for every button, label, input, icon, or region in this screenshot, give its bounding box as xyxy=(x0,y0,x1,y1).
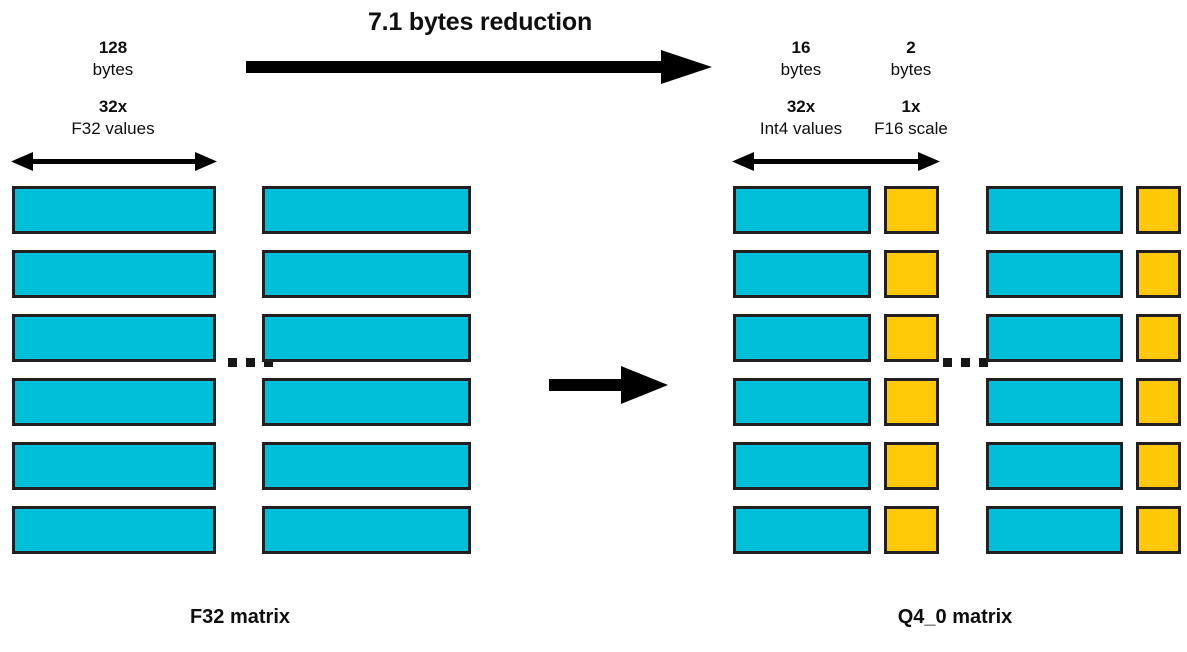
f32-block xyxy=(262,442,471,490)
q4-scale-block xyxy=(884,314,939,362)
q4-scale-block xyxy=(884,378,939,426)
q4-scale-block xyxy=(884,186,939,234)
f32-block xyxy=(12,250,216,298)
left-matrix-caption: F32 matrix xyxy=(189,606,291,628)
q4-values-block xyxy=(986,442,1123,490)
right-ellipsis xyxy=(943,358,988,367)
f32-block xyxy=(12,442,216,490)
left-ellipsis xyxy=(228,358,273,367)
q4-scale-block xyxy=(1136,314,1181,362)
right-double-headed-arrow-icon xyxy=(732,152,940,171)
f32-block xyxy=(262,378,471,426)
q4-values-block xyxy=(733,314,871,362)
q4-scale-block xyxy=(884,250,939,298)
q4-scale-block xyxy=(1136,442,1181,490)
right-scale-size-value: 2 xyxy=(906,38,916,57)
q4-values-block xyxy=(986,506,1123,554)
right-values-multiplier: 32x xyxy=(786,97,816,116)
q4-values-block xyxy=(986,250,1123,298)
f32-block xyxy=(262,250,471,298)
long-right-arrow-icon xyxy=(246,50,712,84)
q4-values-block xyxy=(733,250,871,298)
right-scale-size-unit: bytes xyxy=(890,60,932,79)
f32-block xyxy=(12,506,216,554)
q4-scale-block xyxy=(1136,378,1181,426)
f32-block xyxy=(12,314,216,362)
q4-scale-block xyxy=(1136,186,1181,234)
q4-scale-block xyxy=(1136,250,1181,298)
right-arrow-icon xyxy=(549,366,668,404)
f32-block xyxy=(262,186,471,234)
q4-scale-block xyxy=(1136,506,1181,554)
f32-block xyxy=(12,186,216,234)
q4-values-block xyxy=(986,378,1123,426)
right-values-size-value: 16 xyxy=(791,38,811,57)
q4-values-block xyxy=(733,442,871,490)
q4-scale-block xyxy=(884,442,939,490)
reduction-label: 7.1 bytes reduction xyxy=(367,8,593,36)
left-element-type: F32 values xyxy=(71,119,155,138)
left-multiplier: 32x xyxy=(98,97,128,116)
q4-values-block xyxy=(733,506,871,554)
right-values-element-type: Int4 values xyxy=(759,119,843,138)
f32-block xyxy=(12,378,216,426)
right-scale-multiplier: 1x xyxy=(901,97,921,116)
right-scale-element-type: F16 scale xyxy=(874,119,948,138)
left-size-value: 128 xyxy=(98,38,128,57)
q4-values-block xyxy=(986,186,1123,234)
right-values-size-unit: bytes xyxy=(780,60,822,79)
f32-block xyxy=(262,506,471,554)
q4-values-block xyxy=(986,314,1123,362)
right-matrix-caption: Q4_0 matrix xyxy=(897,606,1013,628)
q4-scale-block xyxy=(884,506,939,554)
q4-values-block xyxy=(733,186,871,234)
left-size-unit: bytes xyxy=(92,60,134,79)
f32-block xyxy=(262,314,471,362)
left-double-headed-arrow-icon xyxy=(11,152,217,171)
q4-values-block xyxy=(733,378,871,426)
